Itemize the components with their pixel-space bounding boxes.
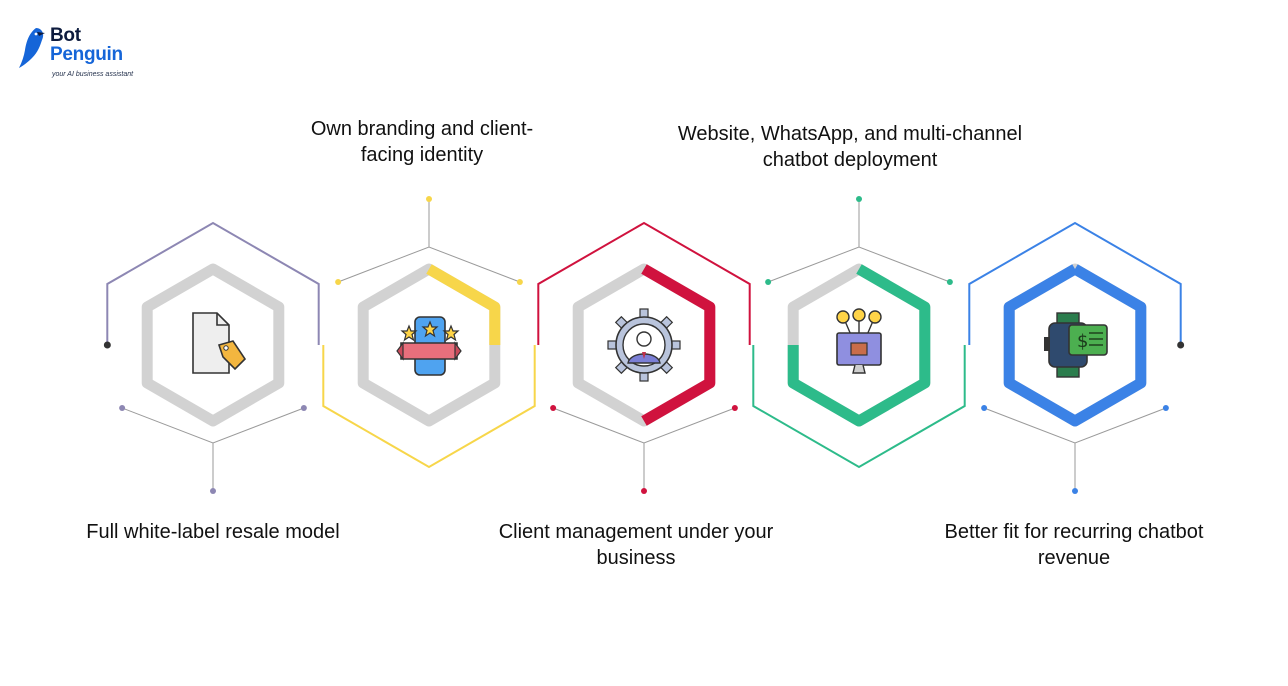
- hex-outer-frame-5: [968, 221, 1182, 345]
- hex-outer-frame-3: [537, 221, 751, 345]
- hex-ring-highlight-2: [426, 264, 501, 345]
- hex-ring-highlight-5: [1003, 264, 1147, 427]
- connector-dot-3-2: [731, 405, 738, 411]
- brand-logo: Bot Penguin your AI business assistant: [18, 24, 148, 84]
- penguin-icon: [19, 28, 45, 68]
- caption-step-4: Website, WhatsApp, and multi-channel cha…: [677, 123, 1023, 171]
- brand-name-line1: Bot: [50, 25, 81, 46]
- hex-ring-highlight-3: [641, 264, 716, 426]
- connector-dot-1-3: [210, 488, 216, 494]
- phone-stars-ribbon-icon: [396, 316, 462, 376]
- caption-step-5: Better fit for recurring chatbot revenue: [944, 521, 1204, 569]
- brand-name-line2: Penguin: [50, 44, 123, 65]
- connector-dot-4-2: [946, 279, 953, 285]
- caption-step-2: Own branding and client-facing identity: [310, 118, 534, 166]
- connector-dot-2-2: [516, 279, 523, 285]
- caption-step-1: Full white-label resale model: [86, 521, 340, 543]
- monitor-network-icon: [836, 308, 882, 374]
- connector-dot-1-1: [119, 405, 126, 411]
- smartwatch-payment-icon: $: [1044, 312, 1108, 378]
- connector-dot-5-3: [1072, 488, 1078, 494]
- endpoint-dot-5: [1177, 341, 1185, 349]
- hex-ring-highlight-4: [787, 264, 931, 427]
- hex-outer-frame-4: [752, 345, 966, 469]
- connector-dot-4-3: [856, 196, 862, 202]
- caption-step-3: Client management under your business: [498, 521, 774, 569]
- connector-dot-2-1: [335, 279, 342, 285]
- brand-tagline: your AI business assistant: [52, 71, 134, 78]
- svg-text:$: $: [1077, 331, 1088, 352]
- connector-dot-3-1: [550, 405, 557, 411]
- endpoint-dot-1: [103, 341, 111, 349]
- hex-outer-frame-2: [322, 345, 536, 469]
- connector-dot-1-2: [300, 405, 307, 411]
- hex-outer-frame-1: [106, 221, 320, 345]
- connector-dot-5-1: [981, 405, 988, 411]
- document-price-tag-icon: [192, 312, 247, 374]
- connector-dot-3-3: [641, 488, 647, 494]
- connector-dot-2-3: [426, 196, 432, 202]
- connector-dot-5-2: [1162, 405, 1169, 411]
- gear-person-icon: [607, 308, 681, 382]
- connector-dot-4-1: [765, 279, 772, 285]
